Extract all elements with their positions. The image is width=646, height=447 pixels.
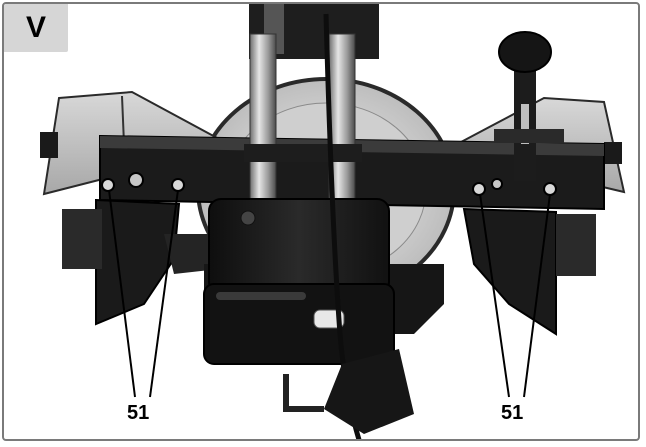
left-foot — [62, 209, 102, 269]
callout-label-right: 51 — [501, 402, 524, 424]
left-table-edge — [40, 132, 58, 158]
leader-line — [108, 189, 136, 398]
right-foot — [556, 214, 596, 276]
figure-frame: V 51 51 — [2, 2, 640, 441]
bolt-hole — [491, 178, 503, 190]
clamp-arm — [494, 129, 564, 143]
leader-line — [479, 193, 510, 398]
handle-block — [203, 283, 395, 365]
clamp-knob — [498, 31, 552, 73]
clamp-rod — [521, 104, 529, 144]
bolt-hole — [543, 182, 557, 196]
right-leg — [462, 207, 557, 336]
bolt-hole — [171, 178, 185, 192]
callout-label-left: 51 — [127, 402, 150, 424]
lock-lever — [324, 349, 414, 434]
slide-rail-left — [249, 33, 277, 230]
right-table-edge — [604, 142, 622, 164]
bolt-hole — [128, 172, 144, 188]
motor-housing — [208, 198, 390, 295]
rail-carriage — [244, 144, 362, 162]
section-letter: V — [25, 11, 46, 44]
motor-bolt — [240, 210, 256, 226]
section-tag: V — [4, 4, 68, 52]
left-leg — [95, 198, 181, 326]
bolt-hole — [101, 178, 115, 192]
leader-line — [523, 193, 551, 398]
miter-saw-illustration — [40, 4, 626, 439]
leader-line — [149, 189, 179, 398]
bent-rod — [283, 374, 324, 412]
bolt-hole — [472, 182, 486, 196]
handle-highlight — [216, 292, 306, 300]
